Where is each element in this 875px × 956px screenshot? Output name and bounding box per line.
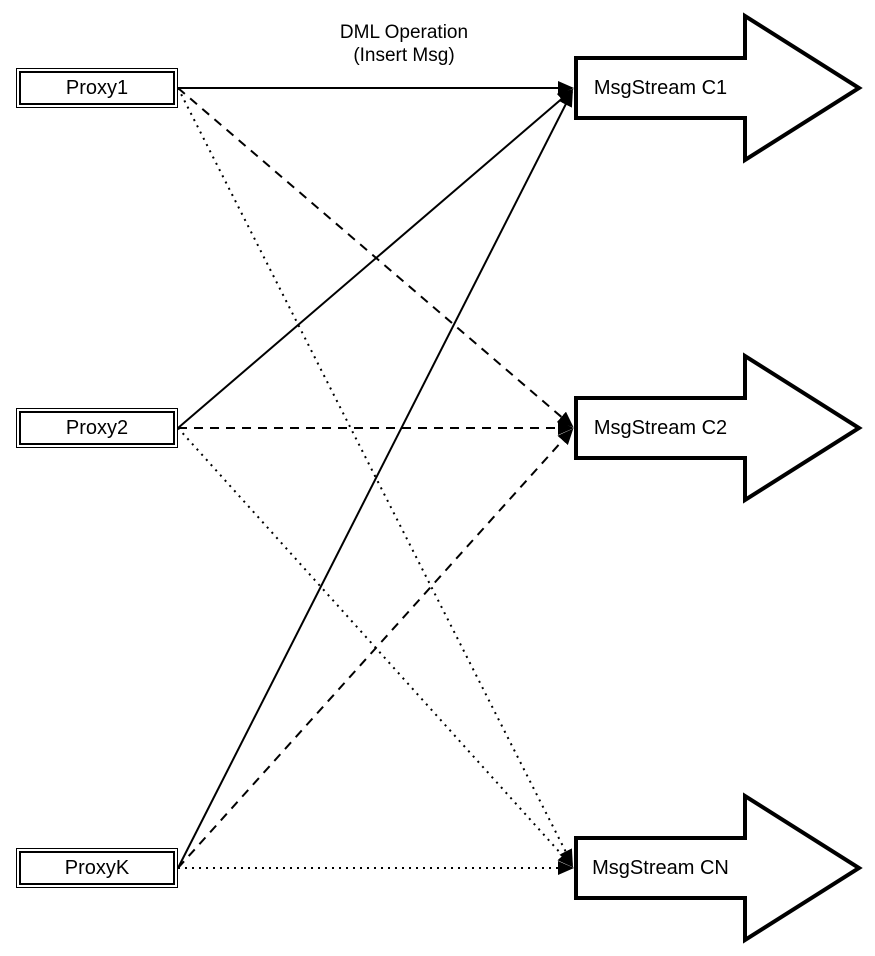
dml-operation-label: DML Operation (Insert Msg) — [254, 21, 554, 67]
block-arrow-msgstream-c1 — [574, 12, 863, 164]
node-proxyk: ProxyK — [16, 848, 178, 888]
node-proxy2-label: Proxy2 — [19, 411, 175, 445]
edge-proxyk-c2 — [177, 428, 574, 869]
edge-proxy1-cn — [177, 87, 573, 866]
dml-operation-label-line2: (Insert Msg) — [353, 45, 455, 66]
edge-proxy2-cn — [177, 427, 574, 868]
edge-proxy2-c1 — [177, 88, 574, 429]
node-proxy2: Proxy2 — [16, 408, 178, 448]
block-arrow-msgstream-cn — [574, 792, 863, 944]
node-proxyk-label: ProxyK — [19, 851, 175, 885]
node-proxy1-label: Proxy1 — [19, 71, 175, 105]
edge-proxy1-c2 — [177, 87, 574, 428]
block-arrow-msgstream-c2 — [574, 352, 863, 504]
dml-operation-label-line1: DML Operation — [339, 22, 469, 43]
edge-proxyk-c1 — [177, 90, 573, 869]
node-proxy1: Proxy1 — [16, 68, 178, 108]
